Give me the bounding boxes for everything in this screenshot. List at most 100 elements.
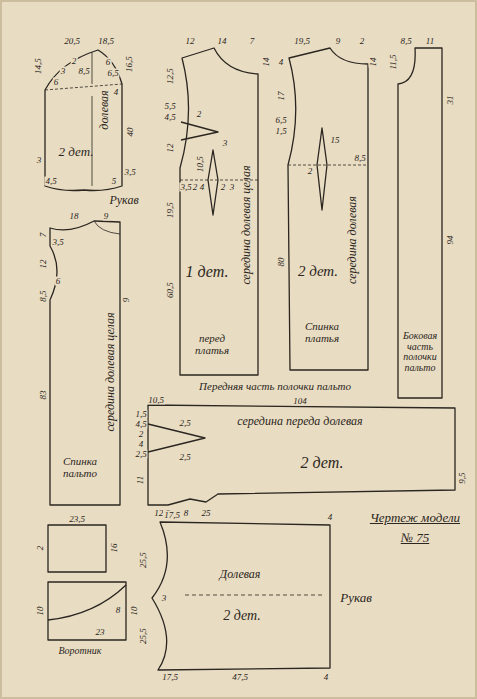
- piece-label: середина долевая: [346, 196, 359, 284]
- dimension-label: 6,5: [274, 116, 287, 125]
- dimension-label: 14: [369, 57, 378, 68]
- dimension-label: 80: [277, 257, 286, 268]
- dimension-label: 2,5: [178, 419, 191, 428]
- piece-label: 2 дет.: [298, 264, 338, 280]
- dimension-label: 16: [110, 543, 119, 554]
- dimension-label: 2,5: [134, 450, 147, 459]
- pattern-piece: 2 дет. середина долеваяСпинка платья: [284, 45, 376, 375]
- piece-label: перед платья: [184, 333, 240, 356]
- dimension-label: 10,5: [196, 155, 205, 173]
- piece-label: 1 дет.: [186, 264, 229, 281]
- dimension-label: 8,5: [39, 289, 48, 302]
- dimension-label: 20,5: [63, 37, 81, 46]
- drawing-title: Чертеж модели № 75: [365, 508, 465, 547]
- dimension-label: 2: [307, 167, 314, 176]
- dimension-label: 3,5: [123, 168, 136, 177]
- piece-label: середина переда долевая: [237, 415, 362, 428]
- dimension-label: 4,5: [44, 177, 57, 186]
- pattern-piece: Долевая2 дет.Рукав: [138, 514, 378, 682]
- dimension-label: 3: [60, 67, 67, 76]
- dimension-label: 2: [192, 183, 199, 192]
- dimension-label: 8: [183, 509, 190, 518]
- dimension-label: 5: [111, 177, 118, 186]
- dimension-label: 6,5: [106, 69, 119, 78]
- dimension-label: 3,5: [179, 183, 192, 192]
- dimension-label: 4: [113, 88, 120, 97]
- dimension-label: 12: [185, 37, 196, 46]
- dimension-label: 6: [55, 277, 62, 286]
- dimension-label: 2: [220, 183, 227, 192]
- dimension-label: 12,5: [166, 67, 175, 85]
- piece-label: Воротник: [59, 646, 102, 657]
- dimension-label: 7: [39, 232, 48, 239]
- dimension-label: 9: [122, 297, 131, 304]
- dimension-label: 23,5: [68, 515, 86, 524]
- dimension-label: 94: [446, 235, 455, 246]
- dimension-label: 8,5: [399, 37, 412, 46]
- dimension-label: 25: [201, 509, 212, 518]
- dimension-label: 14: [217, 37, 228, 46]
- dimension-label: 6: [53, 78, 60, 87]
- dimension-label: 83: [39, 390, 48, 401]
- dimension-label: 10: [36, 606, 45, 617]
- piece-label: середина долевая целая: [240, 165, 253, 284]
- dimension-label: 3: [36, 156, 43, 165]
- dimension-label: 17,5: [161, 673, 179, 682]
- dimension-label: 23: [95, 628, 106, 637]
- dimension-label: 2: [71, 57, 78, 66]
- dimension-label: 40: [126, 127, 135, 138]
- dimension-label: 3: [229, 183, 236, 192]
- pattern-piece: Боковая часть полочки пальто: [396, 45, 444, 401]
- dimension-label: 9: [103, 212, 110, 221]
- dimension-label: 10: [130, 606, 139, 617]
- dimension-label: 19,5: [166, 201, 175, 219]
- dimension-label: 3,5: [51, 238, 64, 247]
- pattern-piece: Воротник: [40, 580, 132, 656]
- dimension-label: 4: [327, 513, 334, 522]
- piece-label: Спинка пальто: [52, 456, 108, 479]
- dimension-label: 3: [222, 139, 229, 148]
- dimension-label: 2: [359, 37, 366, 46]
- dimension-label: 25,5: [139, 551, 148, 569]
- dimension-label: 4: [199, 183, 206, 192]
- dimension-label: 2: [36, 545, 45, 552]
- dimension-label: 7: [249, 37, 256, 46]
- dimension-label: 16,5: [125, 55, 134, 73]
- piece-label: 2 дет.: [59, 145, 94, 159]
- dimension-label: 6: [105, 58, 112, 67]
- piece-label: Спинка платья: [292, 321, 352, 344]
- dimension-label: 17,5: [163, 511, 181, 520]
- dimension-label: 31: [446, 95, 455, 106]
- dimension-label: 47,5: [231, 673, 249, 682]
- pattern-piece: 1 дет. середина долевая целая перед платья: [168, 45, 268, 380]
- dimension-label: 12: [39, 259, 48, 270]
- dimension-label: 4: [323, 673, 330, 682]
- piece-label: Рукав: [340, 591, 372, 605]
- dimension-label: 4: [138, 440, 145, 449]
- dimension-label: 17: [277, 91, 286, 102]
- pattern-piece: середина долевая целаяСпинка пальто: [46, 215, 124, 507]
- dimension-label: 14: [262, 57, 271, 68]
- dimension-label: 60,5: [166, 281, 175, 299]
- dimension-label: 2: [138, 430, 145, 439]
- dimension-label: 2,5: [178, 453, 191, 462]
- dimension-label: 8,5: [77, 67, 90, 76]
- dimension-label: 10,5: [147, 396, 165, 405]
- piece-label: Передняя часть полочки пальто: [199, 381, 351, 393]
- dimension-label: 8: [115, 606, 122, 615]
- dimension-label: 4,5: [163, 113, 176, 122]
- dimension-label: 11: [136, 475, 145, 485]
- dimension-label: 4,5: [134, 420, 147, 429]
- dimension-label: 11,5: [389, 53, 398, 70]
- dimension-label: 2: [196, 110, 203, 119]
- dimension-label: 14,5: [34, 57, 43, 75]
- dimension-label: 11: [425, 37, 435, 46]
- dimension-label: 4: [278, 58, 285, 67]
- dimension-label: 12: [166, 143, 175, 154]
- dimension-label: 25,5: [139, 627, 148, 645]
- dimension-label: 104: [292, 397, 308, 406]
- dimension-label: 19,5: [293, 37, 311, 46]
- piece-label: Боковая часть полочки пальто: [398, 331, 442, 373]
- dimension-label: 1,5: [274, 127, 287, 136]
